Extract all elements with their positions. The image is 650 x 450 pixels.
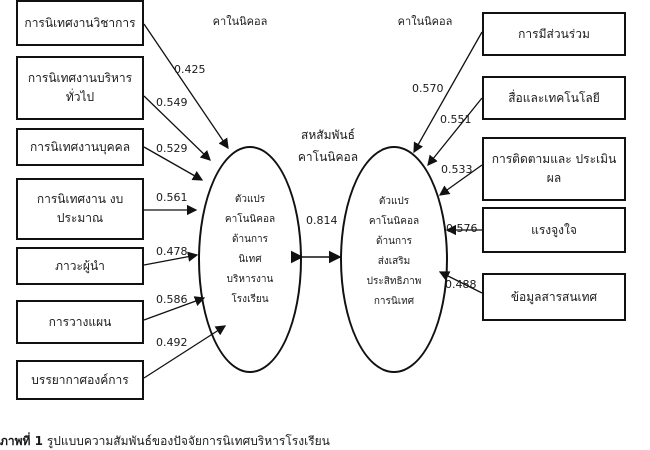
left-weight: 0.478 [156,245,188,258]
arrow-left-6 [143,296,206,321]
right-construct-line: ประสิทธิภาพ [366,276,422,287]
right-top-label: คาในนิคอล [397,15,453,28]
left-top-label: คาในนิคอล [212,15,268,28]
figure-caption: ภาพที่ 1 รูปแบบความสัมพันธ์ของปัจจัยการน… [0,432,330,450]
left-factor-box: บรรยากาศองค์การ [16,360,144,400]
left-weight: 0.425 [174,63,206,76]
correlation-title-line: คาโนนิคอล [297,150,359,164]
left-weight: 0.549 [156,96,188,109]
arrow-right-2 [427,97,483,167]
arrow-left-1 [143,23,229,150]
right-construct-line: ตัวแปร [378,196,410,207]
right-factor-box: การติดตามและ ประเมินผล [482,137,626,201]
right-factor-box: การมีส่วนร่วม [482,12,626,56]
arrow-right-3 [438,164,483,196]
left-canonical-ellipse [198,146,302,373]
arrow-left-3 [143,146,204,181]
caption-text: รูปแบบความสัมพันธ์ของปัจจัยการนิเทศบริหา… [43,434,330,448]
left-weight: 0.492 [156,336,188,349]
right-construct-line: การนิเทศ [373,296,415,307]
right-construct-line: ส่งเสริม [377,256,411,267]
caption-prefix: ภาพที่ 1 [0,434,43,448]
right-factor-box: สื่อและเทคโนโลยี [482,76,626,120]
arrow-right-1 [413,31,483,154]
right-weight: 0.576 [446,222,478,235]
left-construct-line: ตัวแปร [234,194,266,205]
left-factor-box: การนิเทศงานบุคคล [16,128,144,166]
right-weight: 0.533 [441,163,473,176]
left-construct-line: บริหารงาน [226,274,274,285]
left-construct-line: ด้านการ [232,234,268,245]
right-canonical-ellipse [340,146,448,373]
left-construct-line: โรงเรียน [231,294,269,305]
left-factor-box: ภาวะผู้นำ [16,247,144,285]
correlation-title-line: สหสัมพันธ์ [301,128,355,142]
right-factor-box: แรงจูงใจ [482,207,626,253]
arrow-left-2 [143,95,211,161]
right-weight: 0.488 [445,278,477,291]
right-weight: 0.551 [440,113,472,126]
correlation-value: 0.814 [306,214,338,227]
left-weight: 0.561 [156,191,188,204]
left-weight: 0.529 [156,142,188,155]
correlation-heading: สหสัมพันธ์ คาโนนิคอล [282,124,374,168]
right-construct-line: ด้านการ [376,236,412,247]
right-factor-box: ข้อมูลสารสนเทศ [482,273,626,321]
arrow-left-5 [143,251,199,266]
left-factor-box: การนิเทศงาน งบประมาณ [16,178,144,240]
left-construct-line: คาโนนิคอล [224,214,276,225]
right-construct-line: คาโนนิคอล [368,216,420,227]
right-construct-label: ตัวแปร คาโนนิคอล ด้านการ ส่งเสริม ประสิท… [344,192,444,312]
left-factor-box: การนิเทศงานบริหาร ทั่วไป [16,56,144,120]
left-factor-box: การนิเทศงานวิชาการ [16,0,144,46]
left-weight: 0.586 [156,293,188,306]
left-construct-label: ตัวแปร คาโนนิคอล ด้านการ นิเทศ บริหารงาน… [200,190,300,310]
left-construct-line: นิเทศ [238,254,262,265]
right-weight: 0.570 [412,82,444,95]
left-factor-box: การวางแผน [16,300,144,344]
